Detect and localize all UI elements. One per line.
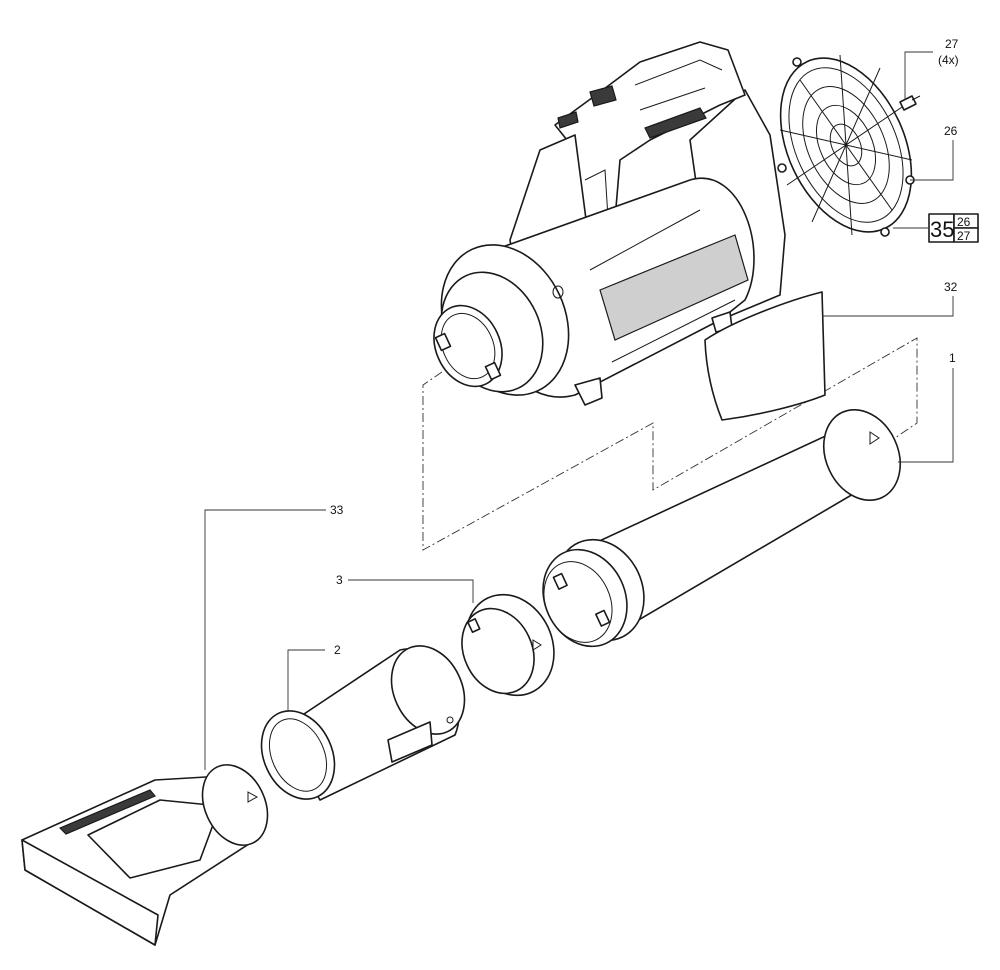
screw: [899, 95, 921, 111]
callout-2: 2: [334, 643, 341, 657]
leader-27: [904, 51, 933, 100]
blower-tube: [542, 408, 901, 648]
leader-3: [348, 579, 474, 603]
callout-27: 27: [945, 37, 959, 51]
kit-number: 35: [930, 217, 954, 242]
leader-1: [898, 368, 954, 463]
callout-27-qty: (4x): [938, 53, 959, 67]
leader-26: [910, 140, 954, 181]
callout-32: 32: [944, 280, 958, 294]
tapered-nozzle: [260, 645, 466, 801]
assembly-dashline: [422, 337, 918, 551]
collar-ring: [461, 593, 555, 697]
kit-box: 35 26 27: [928, 213, 979, 243]
leader-32: [822, 296, 954, 317]
leader-2: [287, 649, 325, 712]
leader-33: [204, 509, 326, 770]
label-plate: [704, 291, 826, 421]
callout-26: 26: [944, 124, 958, 138]
flat-nozzle: [21, 764, 269, 946]
callout-3: 3: [336, 573, 343, 587]
callout-33: 33: [330, 503, 344, 517]
callout-1: 1: [949, 351, 956, 365]
kit-part-b: 27: [957, 229, 971, 243]
blower-body: [433, 41, 786, 406]
kit-part-a: 26: [957, 215, 971, 229]
